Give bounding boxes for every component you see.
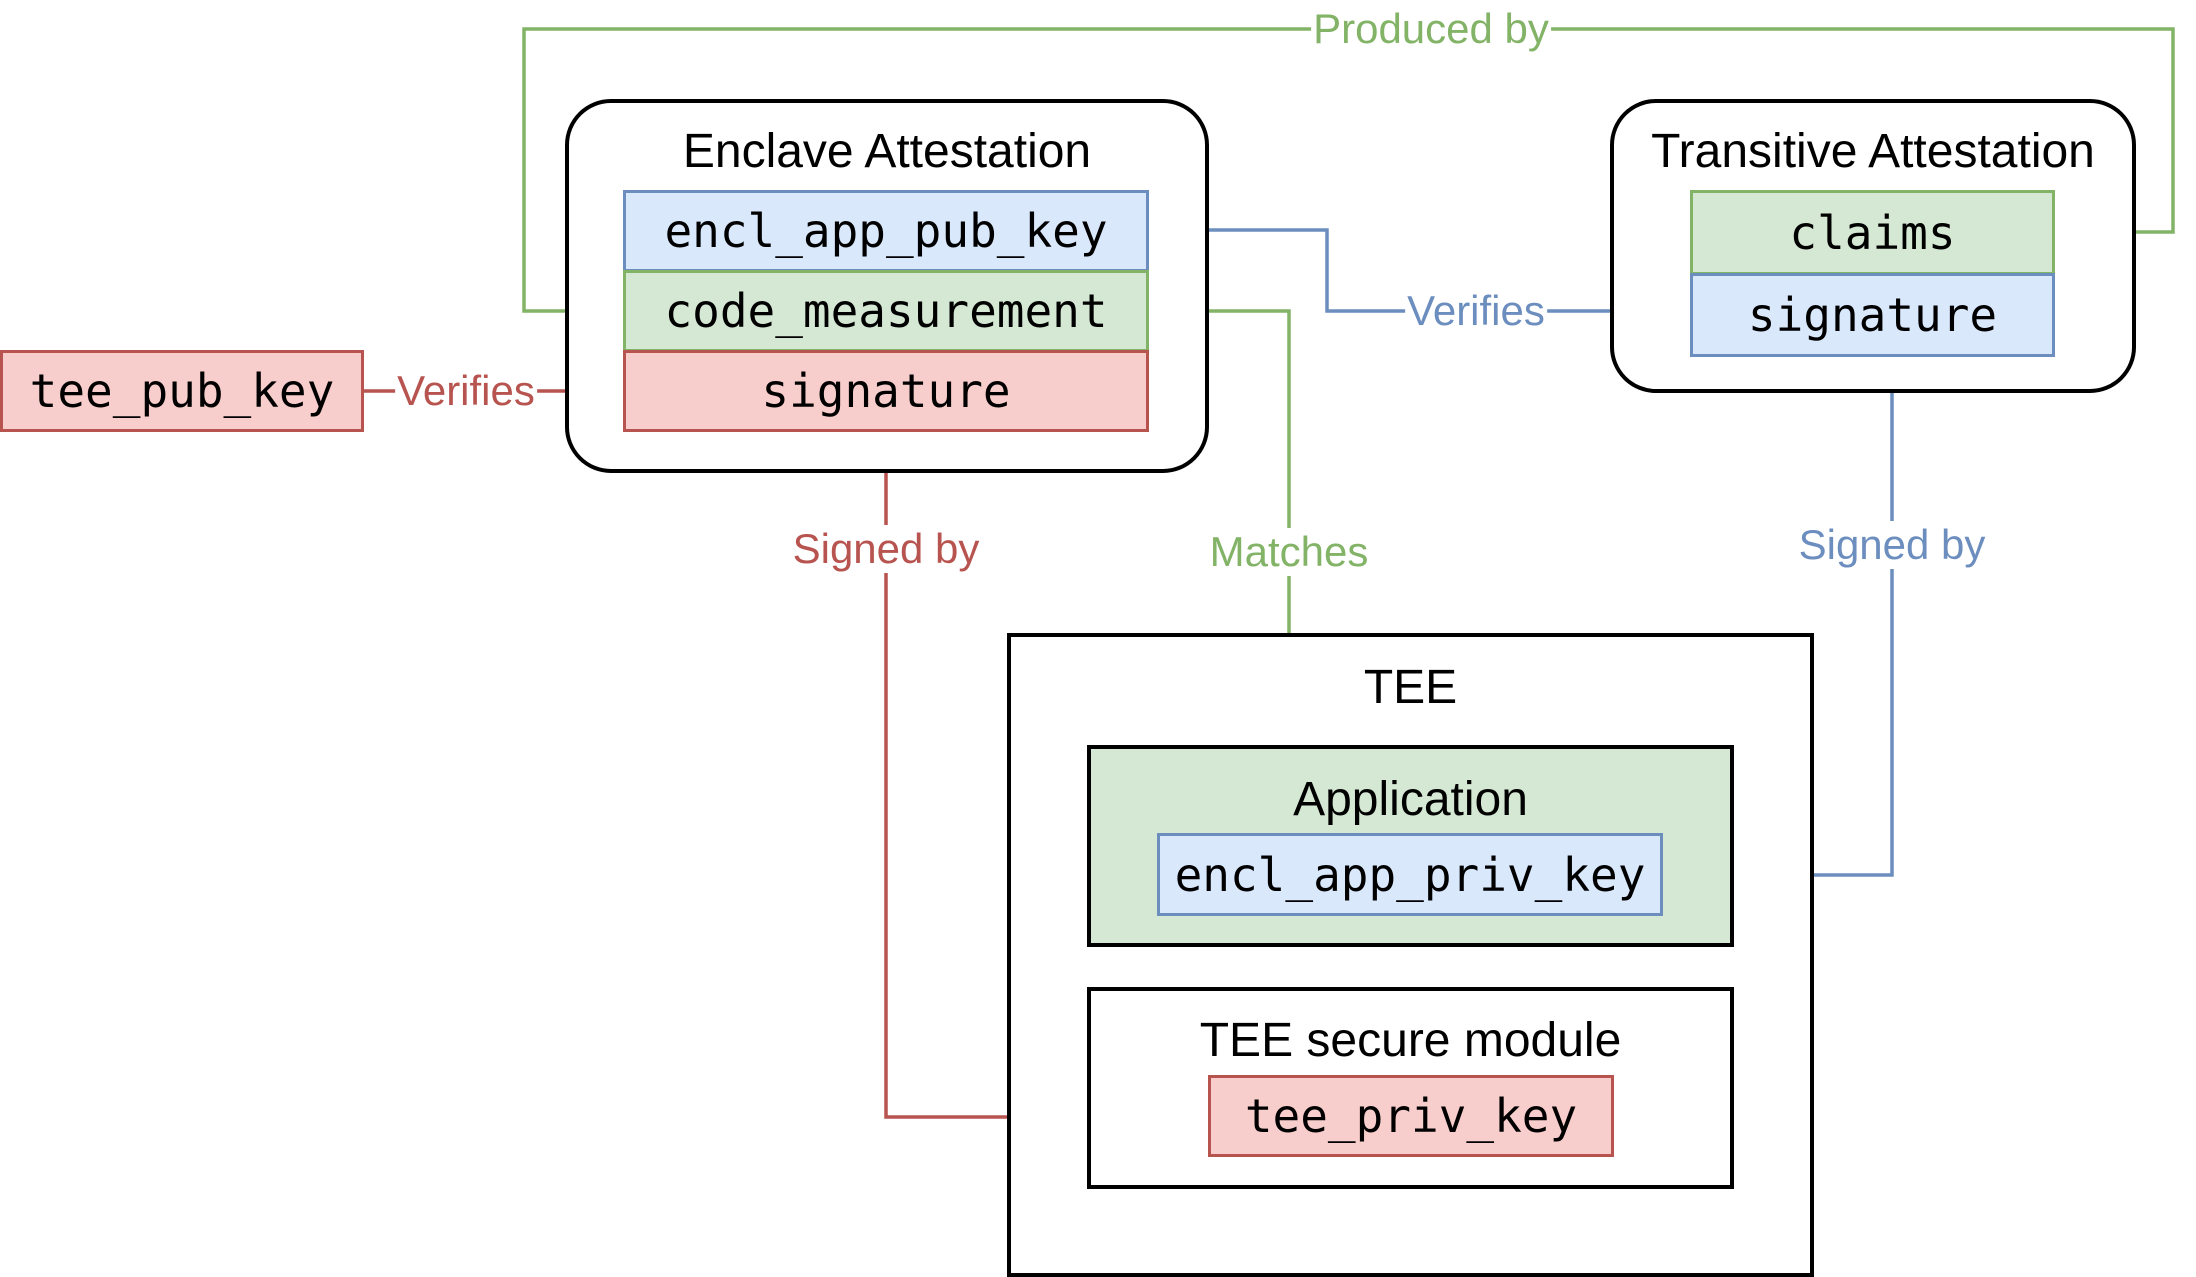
tee-pub-key-field: tee_pub_key <box>0 350 364 432</box>
verifies-red-label: Verifies <box>395 367 537 415</box>
encl-app-priv-key-field: encl_app_priv_key <box>1157 833 1663 916</box>
application-title: Application <box>1293 773 1528 826</box>
code-measurement-field: code_measurement <box>623 270 1149 352</box>
signed-by-red-label: Signed by <box>790 525 982 573</box>
produced-by-label: Produced by <box>1311 5 1551 53</box>
tee-priv-key-field: tee_priv_key <box>1208 1075 1614 1157</box>
signed-by-blue-label: Signed by <box>1796 521 1988 569</box>
claims-field: claims <box>1690 190 2055 275</box>
transitive-signature-field: signature <box>1690 273 2055 357</box>
encl-app-pub-key-field: encl_app_pub_key <box>623 190 1149 272</box>
matches-label: Matches <box>1207 528 1371 576</box>
transitive-attestation-title: Transitive Attestation <box>1651 125 2095 178</box>
verifies-blue-label: Verifies <box>1405 287 1547 335</box>
tee-secure-module-title: TEE secure module <box>1199 1014 1622 1067</box>
enclave-attestation-title: Enclave Attestation <box>682 125 1092 178</box>
tee-title: TEE <box>1363 661 1458 714</box>
enclave-signature-field: signature <box>623 350 1149 432</box>
